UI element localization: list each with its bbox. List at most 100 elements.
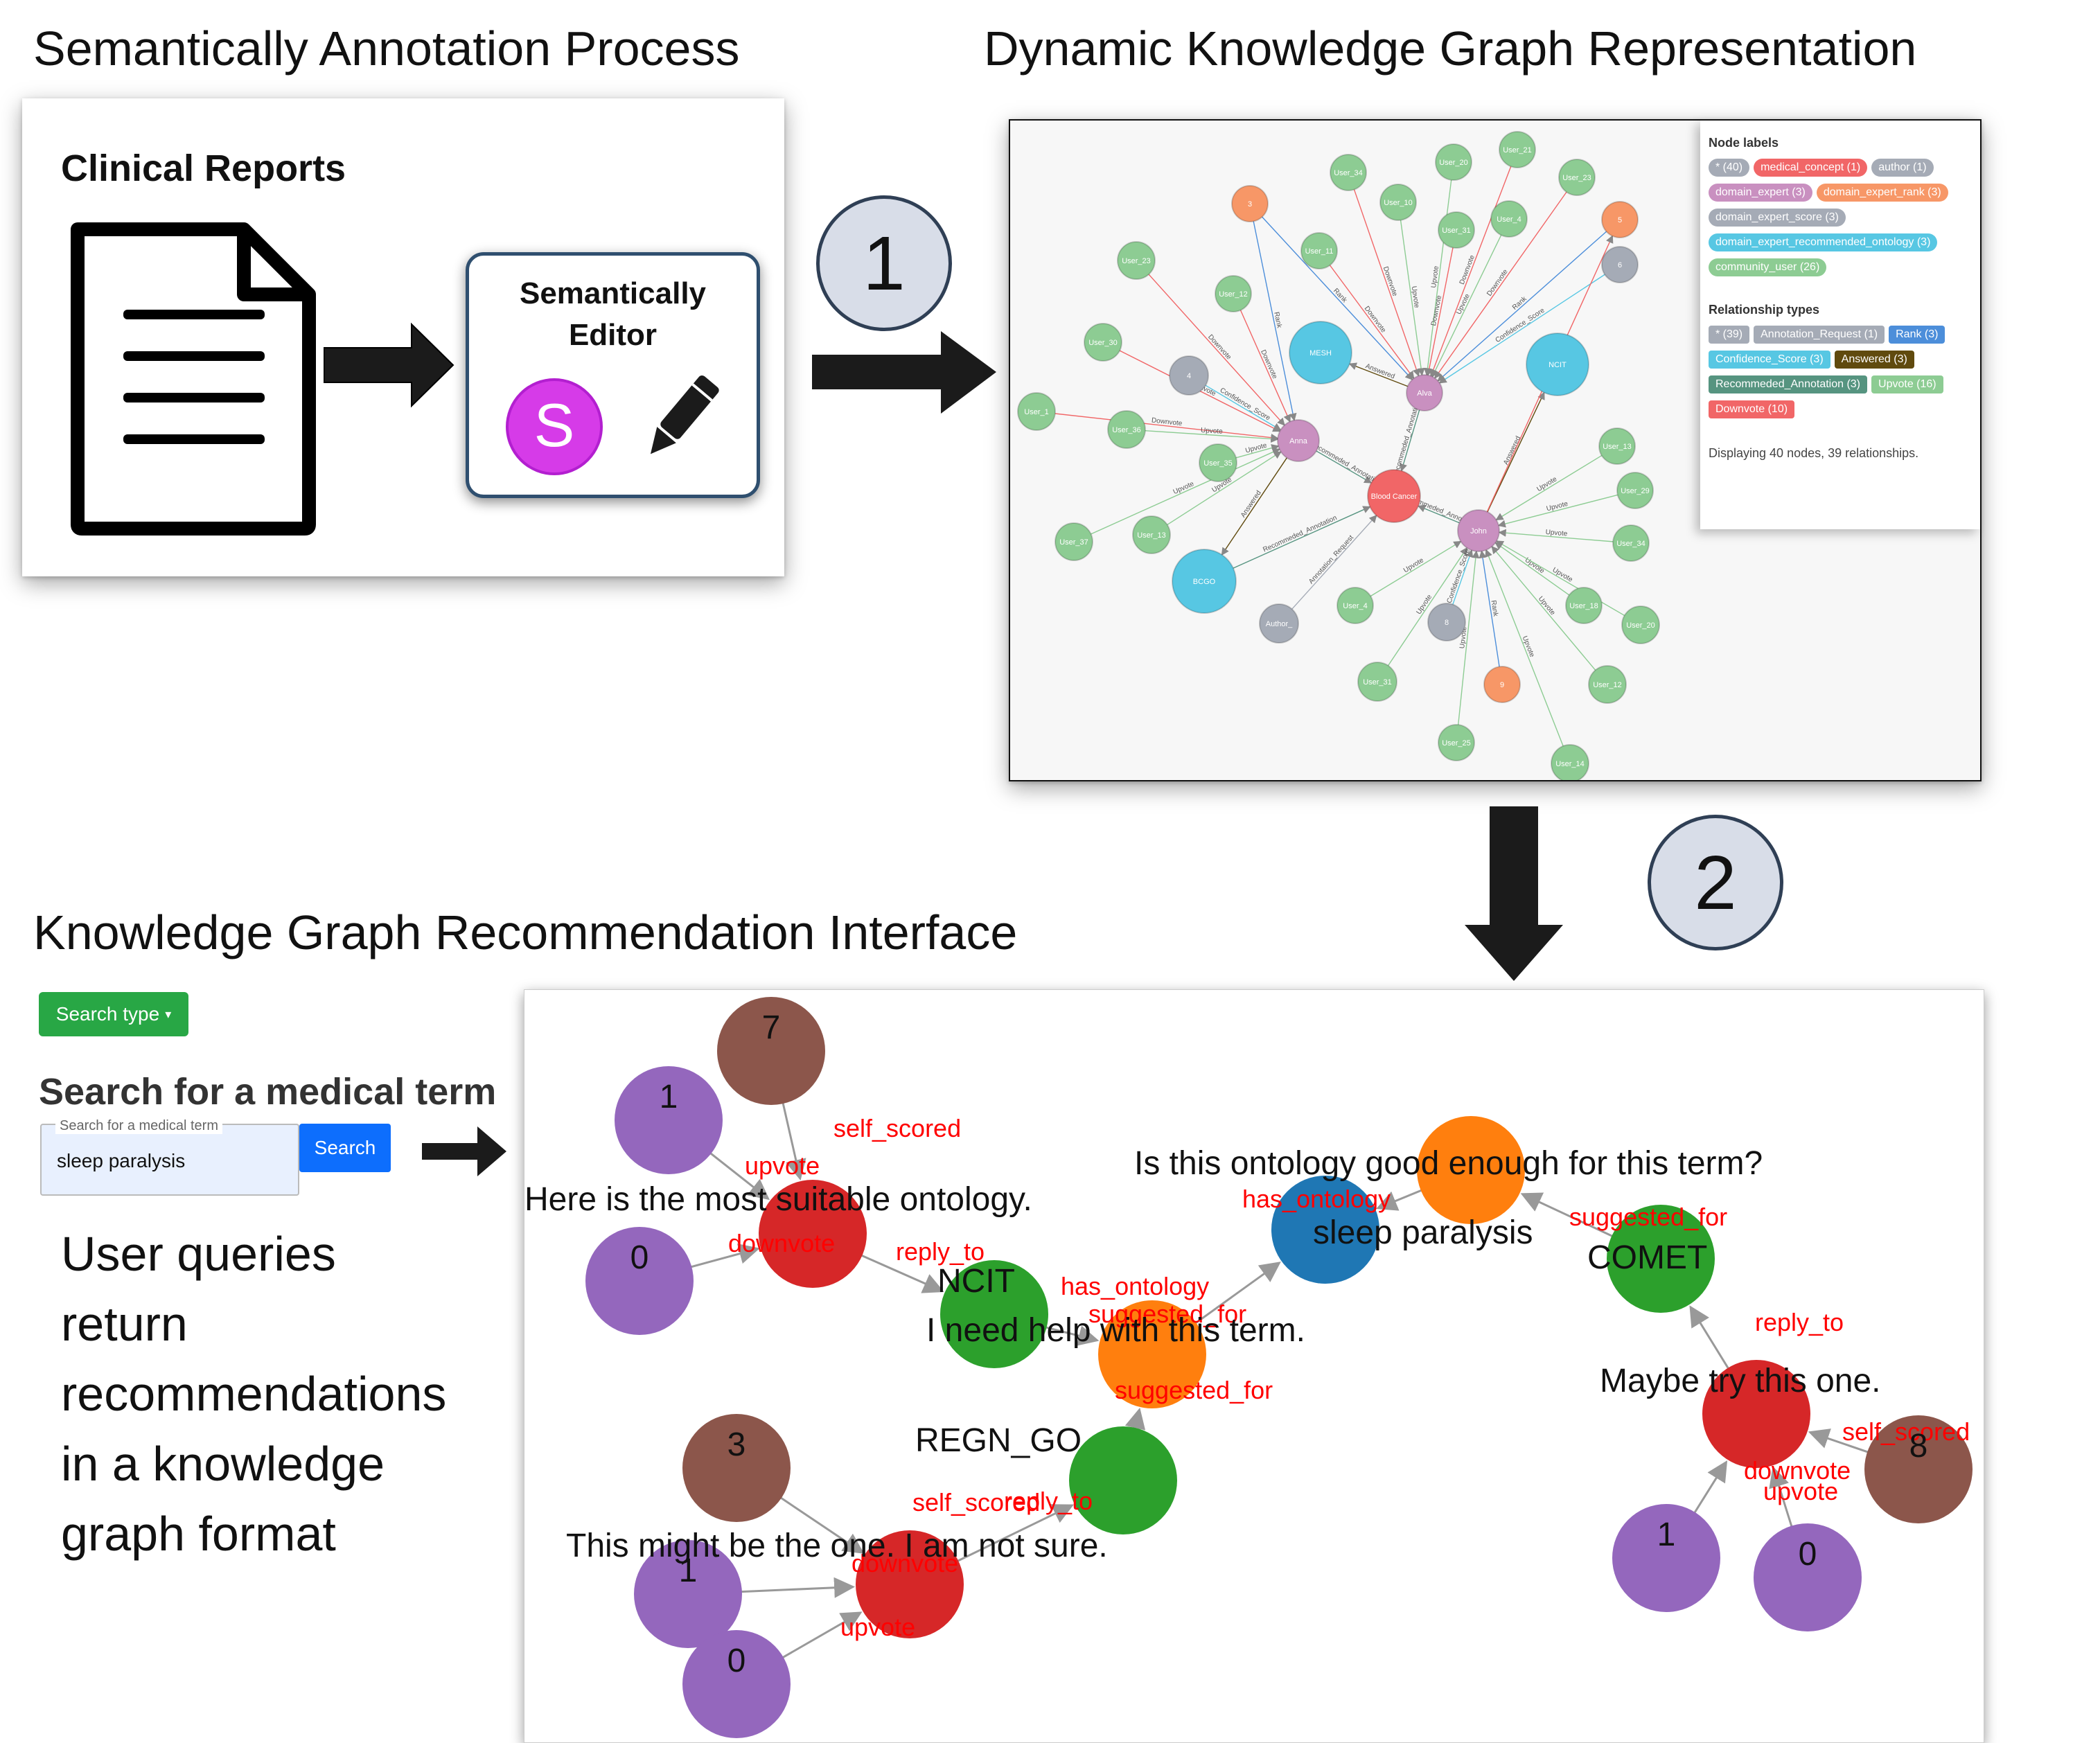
kg-node[interactable] [1017,392,1056,431]
legend-pill[interactable]: Downvote (10) [1709,400,1795,418]
legend-pill[interactable]: Annotation_Request (1) [1754,326,1885,344]
kg-node[interactable] [1107,410,1146,449]
kg-node[interactable] [1367,469,1421,523]
kg-node[interactable] [1300,232,1338,269]
kg-node[interactable] [1601,246,1639,283]
kg-node[interactable] [1601,201,1639,238]
rec-node[interactable] [1271,1176,1379,1284]
kg-edge[interactable] [1400,409,1420,472]
legend-pill[interactable]: Recommeded_Annotation (3) [1709,375,1868,393]
kg-node[interactable] [1172,549,1237,614]
kg-edge[interactable] [1431,235,1502,378]
kg-node[interactable] [1438,211,1475,249]
kg-node[interactable] [1379,184,1417,221]
kg-node[interactable] [1084,323,1122,362]
kg-edge[interactable] [1233,506,1371,569]
kg-node[interactable] [1199,443,1237,482]
kg-node[interactable] [1490,200,1528,238]
rec-node[interactable] [1612,1504,1720,1612]
kg-edge[interactable] [1091,448,1280,535]
kg-edge[interactable] [1262,216,1413,380]
rec-node[interactable] [585,1227,694,1335]
rec-node[interactable] [1607,1205,1715,1313]
kg-node[interactable] [1457,509,1500,552]
kg-node[interactable] [1438,724,1475,761]
kg-edge[interactable] [1205,384,1282,431]
kg-node[interactable] [1336,587,1374,624]
kg-node[interactable] [1330,154,1367,191]
kg-edge[interactable] [1434,191,1567,379]
kg-edge[interactable] [1387,547,1468,666]
kg-node[interactable] [1357,662,1397,702]
legend-pill[interactable]: author (1) [1871,159,1934,177]
kg-edge[interactable] [1348,362,1409,387]
kg-node[interactable] [1169,355,1209,396]
kg-edge[interactable] [1437,231,1607,382]
rec-node[interactable] [1098,1300,1206,1408]
legend-pill[interactable]: Answered (3) [1834,351,1914,369]
kg-edge[interactable] [1438,274,1605,384]
kg-node[interactable] [1558,159,1596,196]
search-input[interactable]: Search for a medical term sleep paralysi… [40,1118,299,1196]
legend-pill[interactable]: Confidence_Score (3) [1709,351,1830,369]
kg-edge[interactable] [1452,549,1474,605]
kg-node[interactable] [1499,131,1536,168]
kg-node[interactable] [1231,185,1269,222]
kg-node[interactable] [1132,515,1171,554]
rec-node[interactable] [634,1540,742,1648]
legend-pill[interactable]: * (39) [1709,326,1750,344]
kg-edge[interactable] [1221,457,1287,556]
kg-edge[interactable] [1253,221,1297,421]
kg-edge[interactable] [1423,179,1452,376]
rec-node[interactable] [856,1530,964,1638]
rec-node[interactable] [615,1066,723,1174]
kg-edge[interactable] [1055,413,1279,442]
kg-node[interactable] [1289,321,1352,384]
legend-pill[interactable]: domain_expert_recommended_ontology (3) [1709,233,1938,251]
kg-edge[interactable] [1167,451,1282,526]
kg-edge[interactable] [1145,430,1279,443]
kg-node[interactable] [1598,427,1636,465]
kg-edge[interactable] [1291,515,1377,610]
kg-edge[interactable] [1429,166,1512,378]
kg-edge[interactable] [1239,310,1291,423]
kg-edge[interactable] [1458,550,1480,725]
kg-node[interactable] [1055,522,1093,561]
rec-node[interactable] [1702,1360,1810,1468]
kg-edge[interactable] [1495,540,1625,617]
kg-edge[interactable] [1329,265,1415,380]
legend-pill[interactable]: * (40) [1709,159,1750,177]
kg-node[interactable] [1588,665,1627,704]
kg-node[interactable] [1616,472,1654,509]
kg-node[interactable] [1483,666,1521,703]
kg-edge[interactable] [1425,247,1454,376]
kg-node[interactable] [1435,143,1472,181]
rec-node[interactable] [1864,1415,1973,1523]
kg-node[interactable] [1259,603,1299,644]
kg-edge[interactable] [1417,504,1460,524]
legend-pill[interactable]: Rank (3) [1889,326,1945,344]
kg-node[interactable] [1117,241,1156,280]
legend-pill[interactable]: domain_expert_score (3) [1709,209,1846,227]
kg-edge[interactable] [1498,529,1614,542]
legend-pill[interactable]: domain_expert (3) [1709,184,1812,202]
kg-edge[interactable] [1485,549,1564,747]
kg-edge[interactable] [1497,494,1618,528]
rec-node[interactable] [759,1180,867,1288]
kg-edge[interactable] [1353,189,1420,377]
kg-edge[interactable] [1148,274,1285,426]
kg-edge[interactable] [1491,545,1596,671]
kg-node[interactable] [1612,524,1650,562]
legend-pill[interactable]: Upvote (16) [1871,375,1943,393]
kg-edge[interactable] [1479,550,1500,667]
legend-pill[interactable]: medical_concept (1) [1754,159,1868,177]
kg-node[interactable] [1215,275,1252,312]
kg-edge[interactable] [1494,542,1570,596]
kg-node[interactable] [1406,374,1443,412]
kg-edge[interactable] [1370,540,1462,597]
search-type-button[interactable]: Search type ▾ [39,992,188,1036]
kg-node[interactable] [1427,603,1466,642]
rec-node[interactable] [940,1260,1048,1368]
kg-edge[interactable] [1316,450,1373,484]
kg-edge[interactable] [1487,391,1545,513]
